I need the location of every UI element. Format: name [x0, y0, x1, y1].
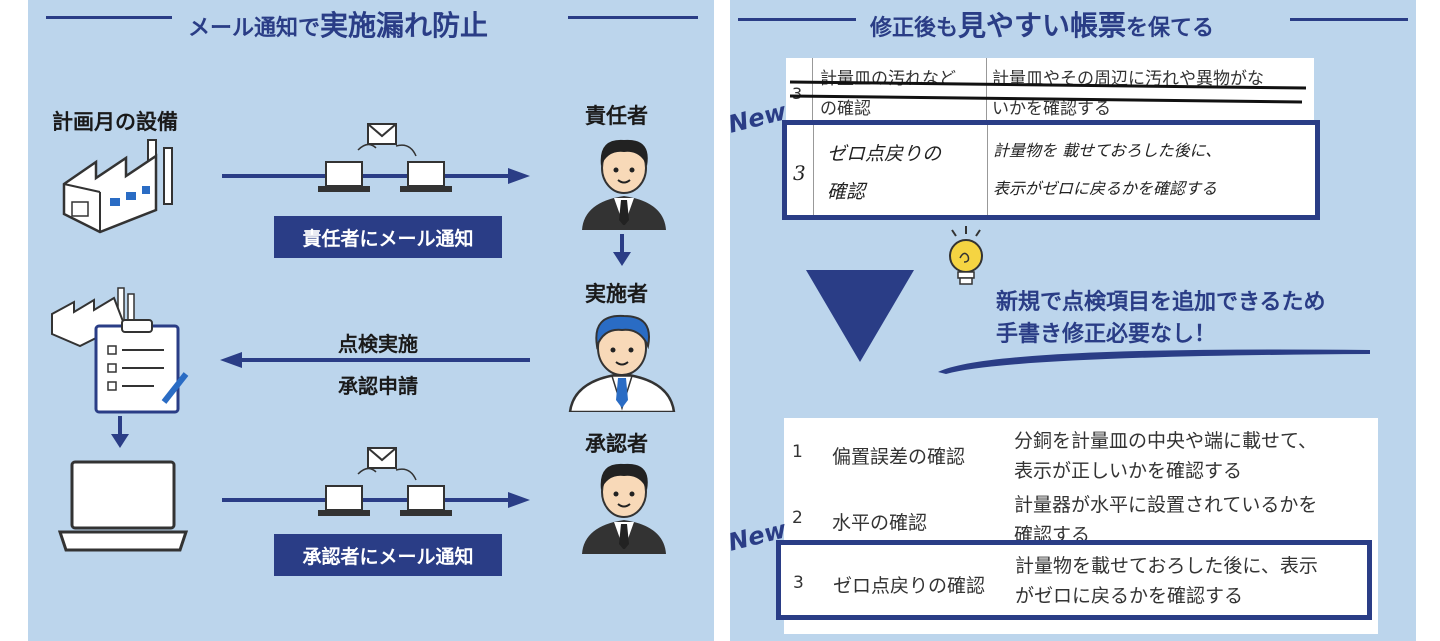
right-title: 修正後も見やすい帳票を保てる [870, 9, 1215, 42]
row1-item: 偏置誤差の確認 [832, 446, 966, 468]
title-rule-left [46, 16, 172, 19]
row1-desc2: 表示が正しいかを確認する [1014, 460, 1243, 482]
callout-line1: 新規で点検項目を追加できるため [996, 290, 1326, 315]
left-panel: メール通知で実施漏れ防止 計画月の設備 責任者にメール通知 責任者 [28, 0, 714, 641]
down-triangle-icon [806, 270, 914, 362]
row3-item: ゼロ点戻りの確認 [833, 575, 986, 597]
responsible-label: 責任者 [585, 104, 648, 128]
left-title: メール通知で実施漏れ防止 [188, 9, 489, 42]
title-rule-left-r [738, 18, 856, 21]
mail-to-approver-box: 承認者にメール通知 [274, 534, 502, 576]
row3-no: 3 [793, 573, 804, 593]
row2-desc2: 確認する [1014, 524, 1091, 540]
factory-icon [62, 139, 173, 234]
new-table: 1 偏置誤差の確認 分銅を計量皿の中央や端に載せて、 表示が正しいかを確認する … [776, 418, 1378, 634]
executor-label: 実施者 [585, 282, 648, 306]
row3-desc1: 計量物を載せておろした後に、表示 [1015, 555, 1318, 577]
mail-to-responsible-box: 責任者にメール通知 [274, 216, 502, 258]
row2-item: 水平の確認 [832, 512, 928, 534]
row1-desc1: 分銅を計量皿の中央や端に載せて、 [1014, 430, 1318, 452]
title-rule-right [568, 16, 698, 19]
approver-label: 承認者 [585, 432, 648, 456]
strikethrough-lines [789, 80, 1307, 104]
responsible-avatar-icon [582, 139, 666, 230]
brush-stroke-underline [938, 349, 1370, 374]
right-panel: 修正後も見やすい帳票を保てる 3 計量皿の汚れなど の確認 計量皿やその周辺に汚… [725, 0, 1416, 641]
old-table-handwritten-row: 3 ゼロ点戻りの 確認 計量物を 載せておろした後に、 表示がゼロに戻るかを確認… [782, 120, 1320, 220]
row2-no: 2 [792, 508, 803, 528]
planned-equipment-label: 計画月の設備 [52, 110, 178, 134]
flow-arrow-to-responsible [222, 123, 530, 192]
checklist-clipboard-icon [51, 287, 189, 414]
flow-arrow-to-approver [222, 447, 530, 516]
executor-avatar-icon [568, 314, 676, 412]
row2-desc1: 計量器が水平に設置されているかを [1014, 494, 1318, 516]
callout-line2: 手書き修正必要なし！ [996, 322, 1217, 347]
down-arrow-icon-2 [111, 416, 129, 448]
flow-arrow-back [220, 352, 530, 368]
laptop-icon [58, 460, 188, 552]
approver-avatar-icon [582, 463, 666, 554]
inspection-done-label: 点検実施 [338, 332, 418, 356]
highlight-row3: 3 ゼロ点戻りの確認 計量物を載せておろした後に、表示 がゼロに戻るかを確認する [776, 540, 1372, 620]
down-arrow-icon [613, 234, 631, 266]
row1-no: 1 [792, 442, 803, 462]
title-rule-right-r [1290, 18, 1408, 21]
approval-request-label: 承認申請 [338, 374, 418, 398]
row3-desc2: がゼロに戻るかを確認する [1015, 585, 1244, 607]
lightbulb-icon [949, 226, 983, 285]
new-badge-top: New [725, 97, 790, 139]
old-table-struck-row: 3 計量皿の汚れなど の確認 計量皿やその周辺に汚れや異物がな いかを確認する [786, 58, 1314, 120]
